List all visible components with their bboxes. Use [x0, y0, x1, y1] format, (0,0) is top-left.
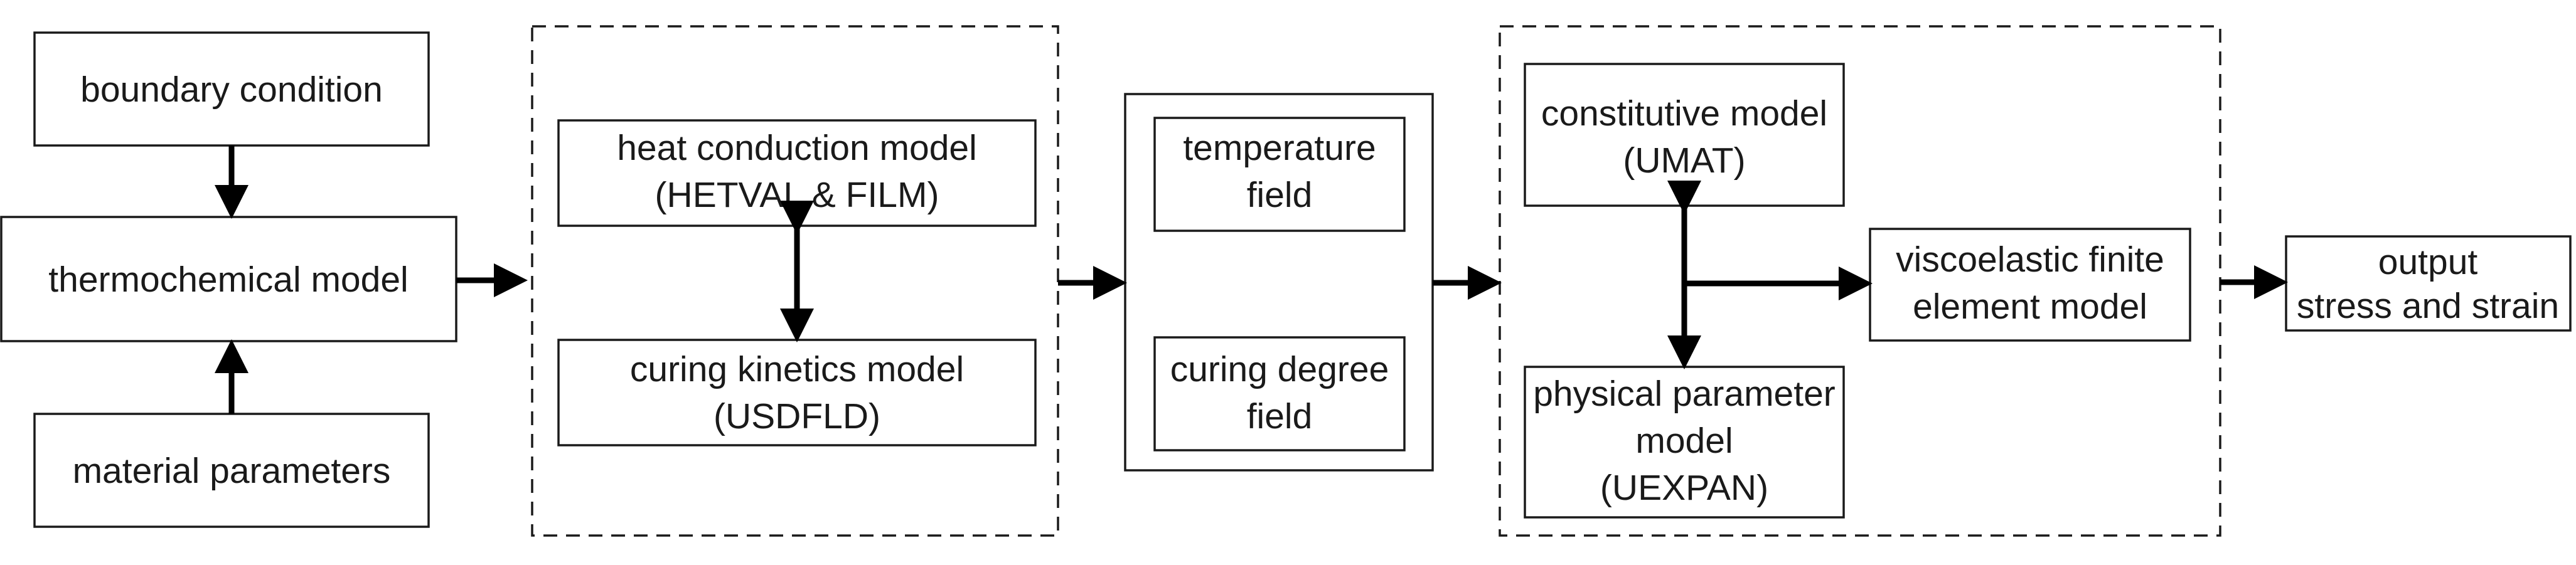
heat-conduction-model-label-line-1: heat conduction model: [617, 128, 977, 168]
viscoelastic-fem-label-line-1: viscoelastic finite: [1896, 240, 2164, 280]
heat-conduction-model-label-line-2: (HETVAL & FILM): [655, 175, 939, 215]
boundary-condition-label: boundary condition: [80, 70, 383, 110]
constitutive-model-label-line-1: constitutive model: [1541, 93, 1827, 134]
temperature-field-label-line-1: temperature: [1183, 128, 1376, 168]
viscoelastic-fem-node: viscoelastic finite element model: [1869, 228, 2191, 342]
curing-degree-field-label-line-1: curing degree: [1170, 349, 1389, 389]
physical-parameter-model-label-line-2: model: [1635, 421, 1733, 461]
curing-kinetics-model-label-line-1: curing kinetics model: [630, 349, 964, 389]
output-label-line-1: output: [2378, 242, 2478, 282]
heat-conduction-model-node: heat conduction model (HETVAL & FILM): [557, 119, 1037, 227]
material-parameters-node: material parameters: [33, 413, 430, 528]
boundary-condition-node: boundary condition: [33, 31, 430, 147]
thermochemical-model-node: thermochemical model: [0, 216, 457, 342]
physical-parameter-model-label-line-1: physical parameter: [1533, 374, 1836, 414]
thermochemical-model-label: thermochemical model: [48, 260, 408, 300]
curing-degree-field-label-line-2: field: [1247, 396, 1313, 436]
temperature-field-node: temperature field: [1153, 117, 1406, 232]
viscoelastic-fem-label-line-2: element model: [1913, 287, 2147, 327]
curing-kinetics-model-label-line-2: (USDFLD): [713, 396, 880, 436]
constitutive-model-label-line-2: (UMAT): [1623, 140, 1745, 181]
temperature-field-label-line-2: field: [1247, 175, 1313, 215]
output-label-line-2: stress and strain: [2297, 286, 2559, 326]
curing-kinetics-model-node: curing kinetics model (USDFLD): [557, 339, 1037, 446]
material-parameters-label: material parameters: [73, 451, 391, 491]
constitutive-model-node: constitutive model (UMAT): [1524, 63, 1845, 207]
curing-degree-field-node: curing degree field: [1153, 336, 1406, 451]
physical-parameter-model-node: physical parameter model (UEXPAN): [1524, 366, 1845, 519]
output-node: output stress and strain: [2285, 235, 2572, 332]
physical-parameter-model-label-line-3: (UEXPAN): [1600, 468, 1768, 508]
